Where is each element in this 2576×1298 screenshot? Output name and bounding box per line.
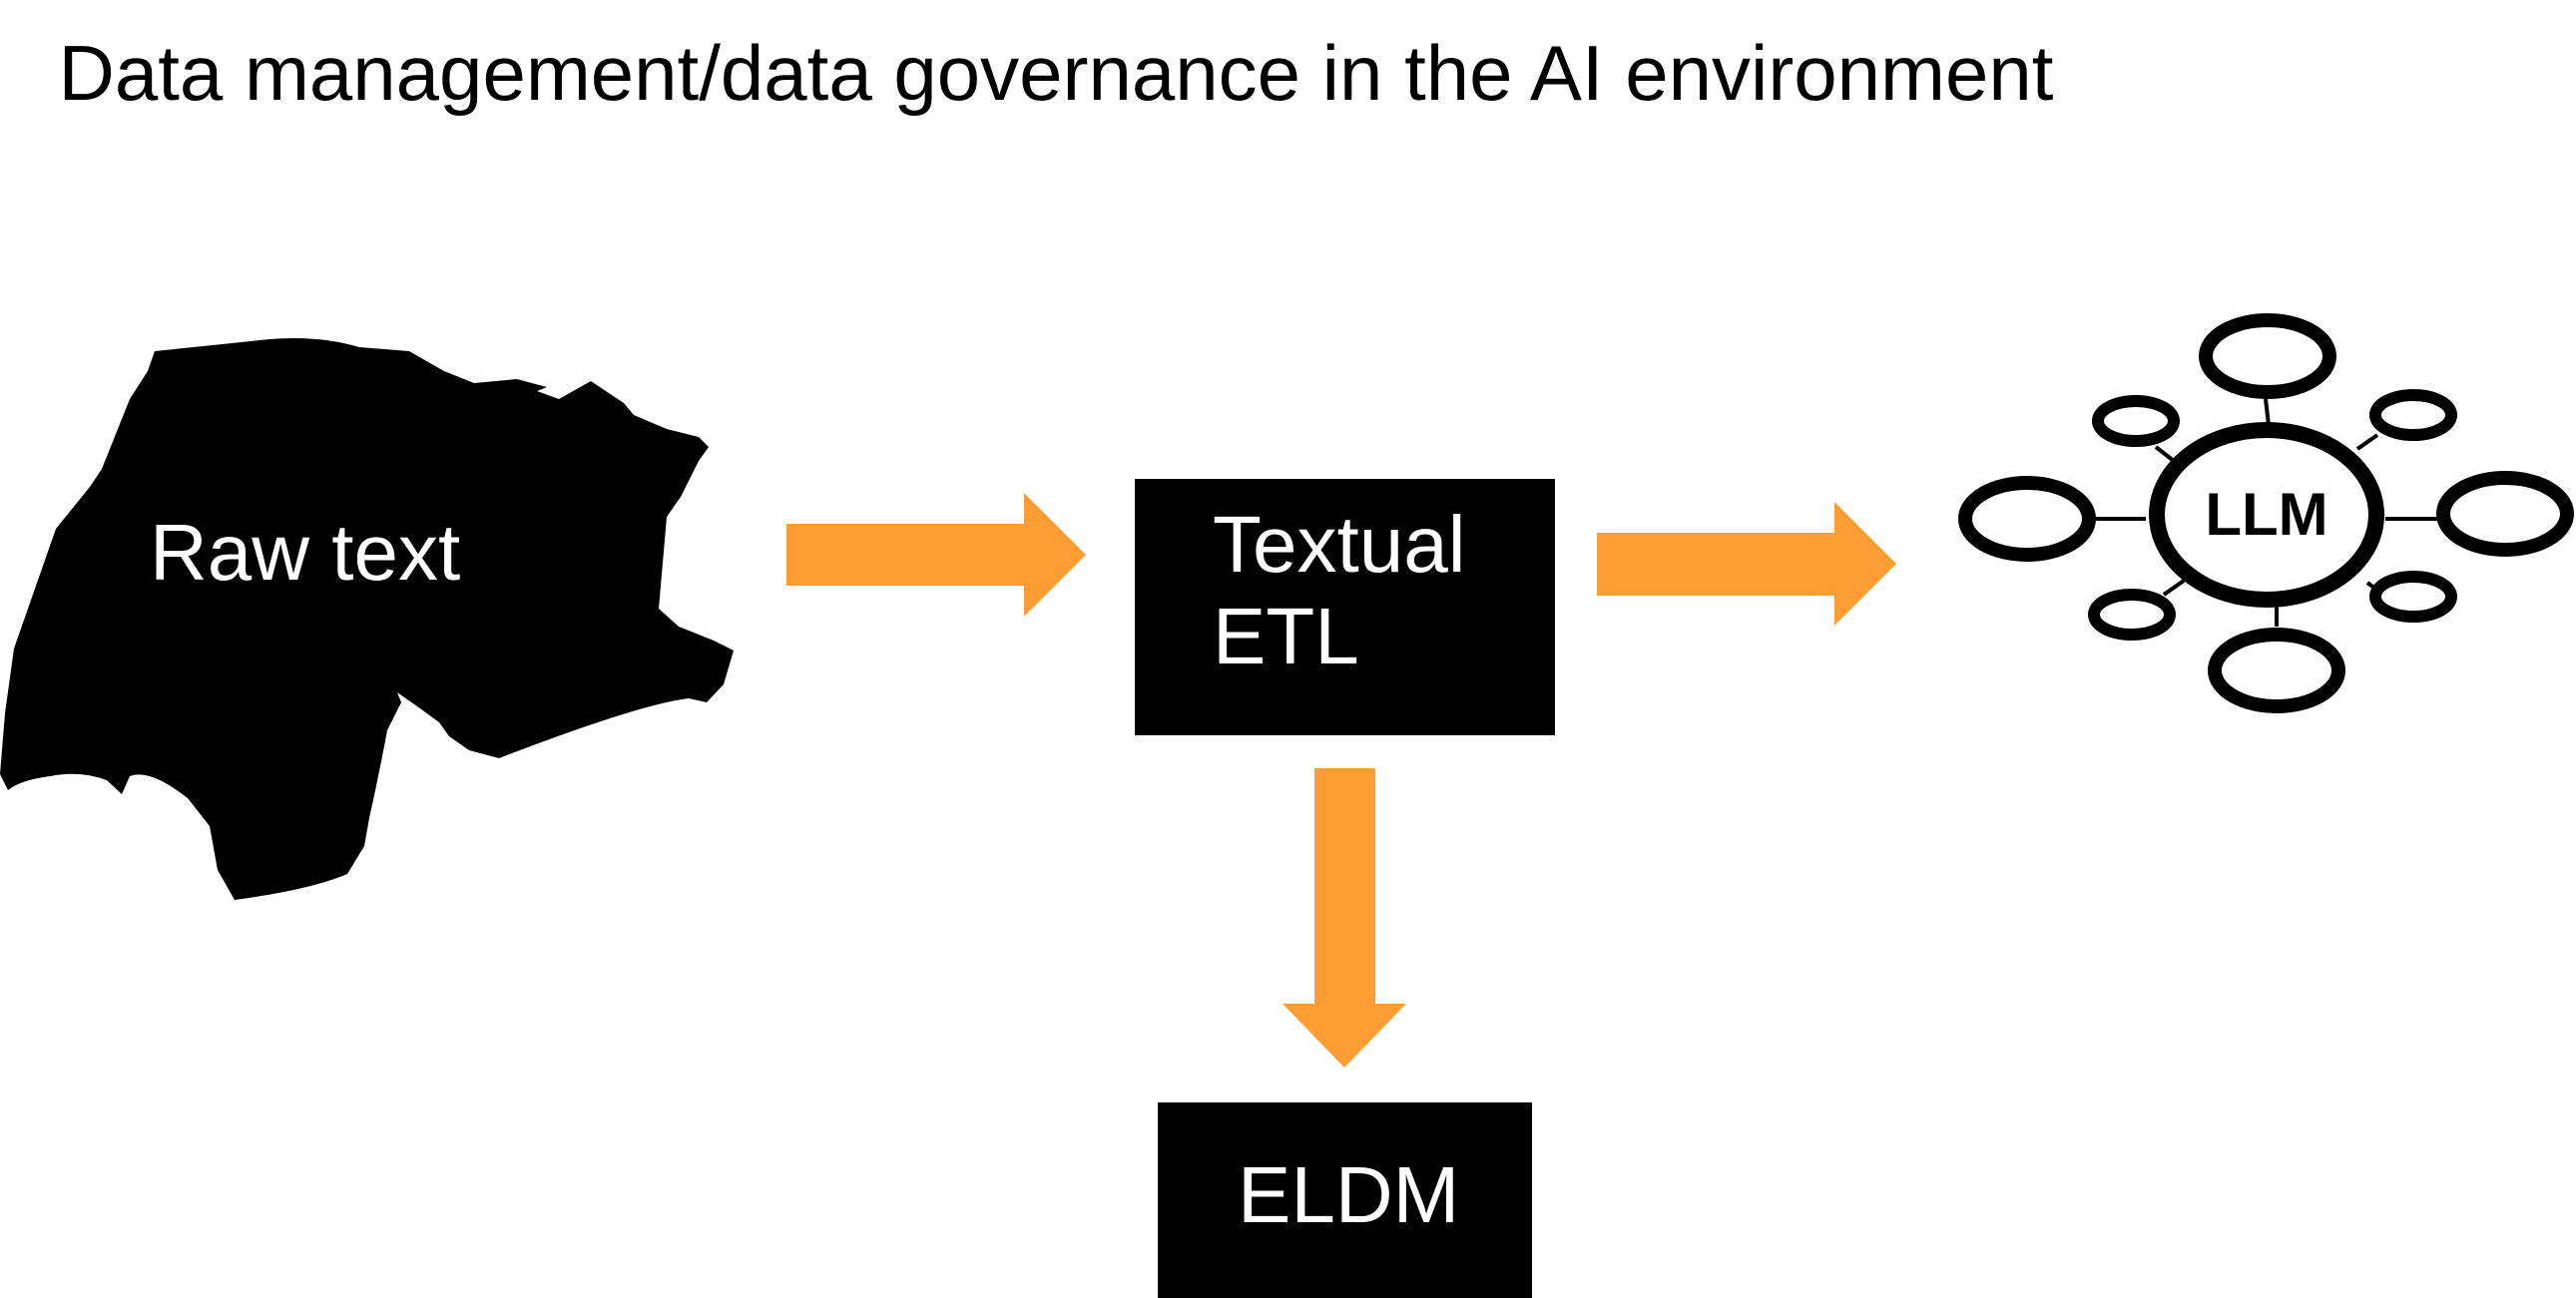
arrow-etl-to-llm xyxy=(1597,502,1896,626)
textual-etl-label-line2: ETL xyxy=(1213,592,1359,680)
raw-text-shape xyxy=(0,338,734,900)
llm-network-icon xyxy=(1958,313,2574,713)
arrow-raw-to-etl xyxy=(786,493,1086,617)
raw-text-label: Raw text xyxy=(150,508,461,597)
diagram-title: Data management/data governance in the A… xyxy=(58,29,2054,117)
arrow-etl-to-eldm xyxy=(1283,768,1406,1068)
llm-label: LLM xyxy=(2205,481,2328,548)
textual-etl-label-line1: Textual xyxy=(1213,500,1466,589)
textual-etl-box xyxy=(1135,479,1555,735)
eldm-box xyxy=(1158,1102,1532,1298)
eldm-label: ELDM xyxy=(1238,1150,1460,1239)
